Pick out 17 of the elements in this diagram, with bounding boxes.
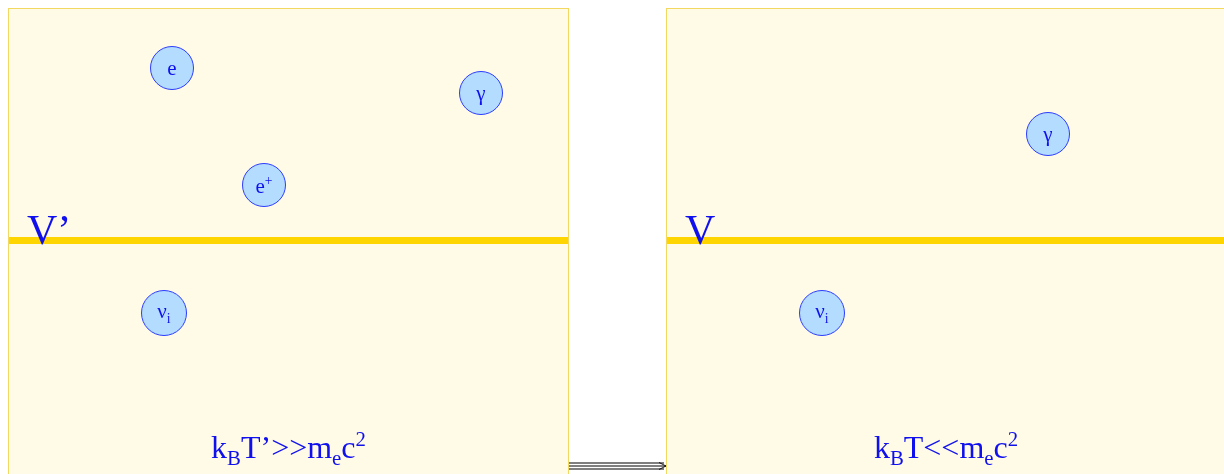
particle-label: ν$_{i}$ [157, 300, 171, 326]
particle-circle [141, 290, 187, 336]
particle-circle [459, 71, 503, 115]
volume-panel [8, 8, 569, 474]
particle-label: e [167, 57, 177, 79]
particle-label: γ [476, 82, 486, 104]
particle-circle [1026, 112, 1070, 156]
particle-label: γ [1043, 123, 1053, 145]
particle-circle [242, 163, 286, 207]
particle-circle [150, 46, 194, 90]
particle-circle [799, 290, 845, 336]
particle-label: ν$_{i}$ [815, 300, 829, 326]
implies-arrow [568, 461, 667, 471]
volume-panel [666, 8, 1224, 474]
temperature-condition: k$_{B}$T’>>m$_{e}$c$^{2}$ [211, 429, 366, 469]
particle-label: e$^{+}$ [255, 173, 273, 197]
temperature-condition: k$_{B}$T<<m$_{e}$c$^{2}$ [873, 429, 1019, 469]
